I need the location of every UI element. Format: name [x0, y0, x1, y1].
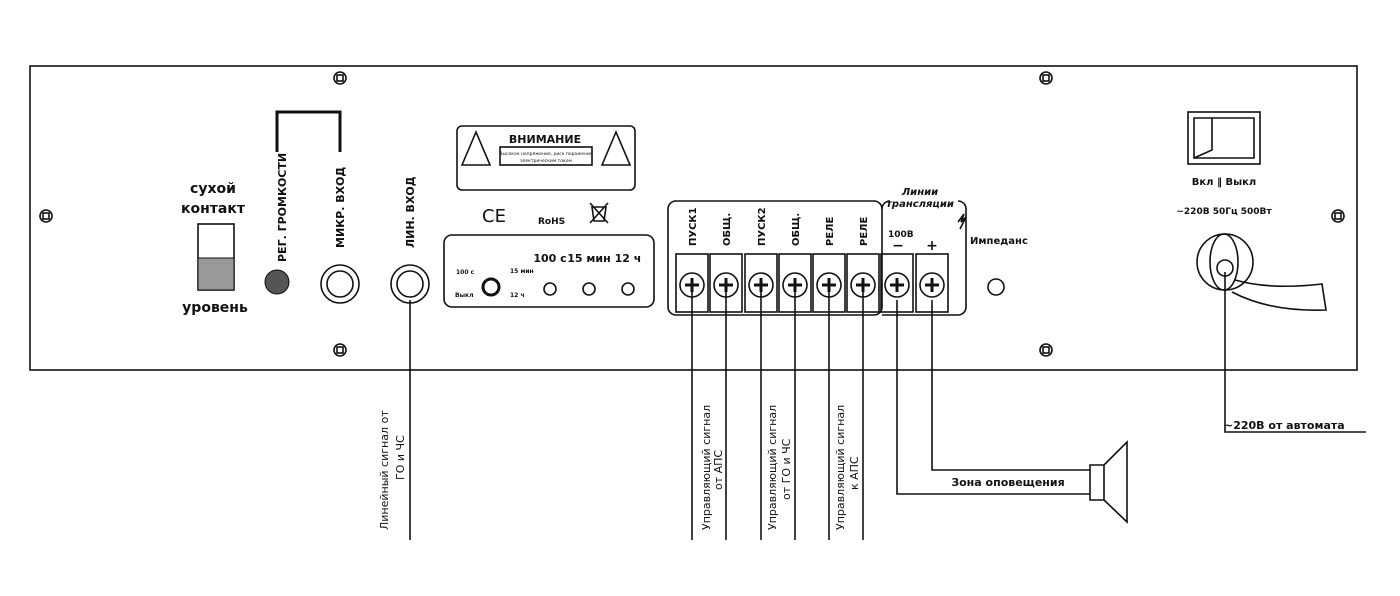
line-signal-label-2: ГО и ЧС — [394, 435, 407, 480]
plus-label: + — [926, 238, 938, 254]
knob-label-100s: 100 с — [456, 269, 475, 276]
volume-knob[interactable] — [264, 269, 290, 295]
wires — [409, 272, 1366, 540]
terminal-block: ПУСК1 ОБЩ. ПУСК2 ОБЩ. РЕЛЕ РЕЛЕ — [675, 207, 949, 313]
ctrl-aps-out-label-1: Управляющий сигнал — [834, 405, 847, 530]
dry-contact-label-2: контакт — [181, 201, 246, 217]
screw-icon — [1331, 209, 1345, 223]
power-cable — [1231, 279, 1327, 311]
voltage-label: 100В — [888, 230, 914, 240]
mic-in-label: МИКР. ВХОД — [334, 167, 347, 248]
ctrl-aps-out-label-2: к АПС — [848, 456, 861, 490]
screw-icon — [333, 71, 347, 85]
volume-label: РЕГ. ГРОМКОСТИ — [276, 153, 289, 262]
warning-text-2: электрическим током — [520, 159, 572, 164]
ce-mark: CE — [482, 206, 506, 227]
knob-label-15min: 15 мин — [510, 268, 534, 275]
rear-panel — [29, 65, 1358, 371]
zone-label: Зона оповещения — [951, 476, 1064, 489]
ctrl-go-label-2: от ГО и ЧС — [780, 438, 793, 500]
weee-icon — [589, 202, 609, 224]
switch-label: Вкл ‖ Выкл — [1192, 177, 1256, 188]
warning-plate — [456, 125, 636, 191]
line-terminal-frame — [881, 200, 967, 316]
led-12h — [621, 282, 635, 296]
line-signal-label-1: Линейный сигнал от — [378, 410, 391, 530]
mic-in-jack[interactable] — [320, 264, 360, 304]
knob-label-off: Выкл — [455, 292, 473, 299]
mains-label: ~220В от автомата — [1224, 419, 1345, 432]
mode-switch-hatch — [197, 257, 235, 291]
screw-icon — [333, 343, 347, 357]
high-voltage-icon — [460, 129, 492, 166]
led-label-100s: 100 с — [533, 252, 566, 265]
caution-icon — [600, 129, 632, 166]
dry-contact-label-1: сухой — [190, 181, 236, 197]
lines-label-2: трансляции — [886, 199, 954, 210]
lines-label-1: Линии — [901, 187, 938, 198]
terminal-label: РЕЛЕ — [825, 217, 836, 246]
terminal-label: ПУСК1 — [688, 207, 699, 246]
led-label-12h: 12 ч — [615, 252, 642, 265]
level-label: уровень — [182, 300, 248, 316]
screw-icon — [1039, 71, 1053, 85]
impedance-label: Импеданс — [970, 236, 1028, 247]
terminal-label: ОБЩ. — [722, 213, 733, 246]
terminal-label: ПУСК2 — [757, 207, 768, 246]
lightning-icon — [957, 213, 967, 230]
led-100s — [543, 282, 557, 296]
screw-icon — [39, 209, 53, 223]
screws — [39, 71, 1345, 357]
bracket — [275, 110, 342, 152]
terminal-screw-icon[interactable] — [919, 272, 945, 298]
timer-knob[interactable] — [481, 277, 501, 297]
terminal-label: ОБЩ. — [791, 213, 802, 246]
timer-plate — [443, 234, 655, 308]
ctrl-aps-in-label-2: от АПС — [712, 450, 725, 490]
control-wires — [691, 290, 864, 540]
power-switch[interactable] — [1187, 111, 1261, 165]
minus-label: − — [892, 238, 904, 254]
control-terminal-frame — [667, 200, 883, 316]
warning-title: ВНИМАНИЕ — [509, 133, 581, 146]
ctrl-aps-in-label-1: Управляющий сигнал — [700, 405, 713, 530]
screw-icon — [1039, 343, 1053, 357]
line-in-label: ЛИН. ВХОД — [404, 176, 417, 248]
impedance-selector[interactable] — [987, 278, 1005, 296]
led-15min — [582, 282, 596, 296]
knob-label-12h: 12 ч — [510, 292, 525, 299]
terminal-screw-icon[interactable] — [884, 272, 910, 298]
terminal-label: РЕЛЕ — [859, 217, 870, 246]
led-label-15min: 15 мин — [567, 252, 610, 265]
rohs-mark: RoHS — [538, 217, 565, 227]
power-rating-label: ~220В 50Гц 500Вт — [1176, 207, 1272, 217]
speaker-icon — [1089, 440, 1128, 524]
ctrl-go-label-1: Управляющий сигнал — [766, 405, 779, 530]
speaker-wires — [896, 300, 1090, 495]
warning-text-1: Высокое напряжение, риск поражения — [499, 151, 592, 157]
